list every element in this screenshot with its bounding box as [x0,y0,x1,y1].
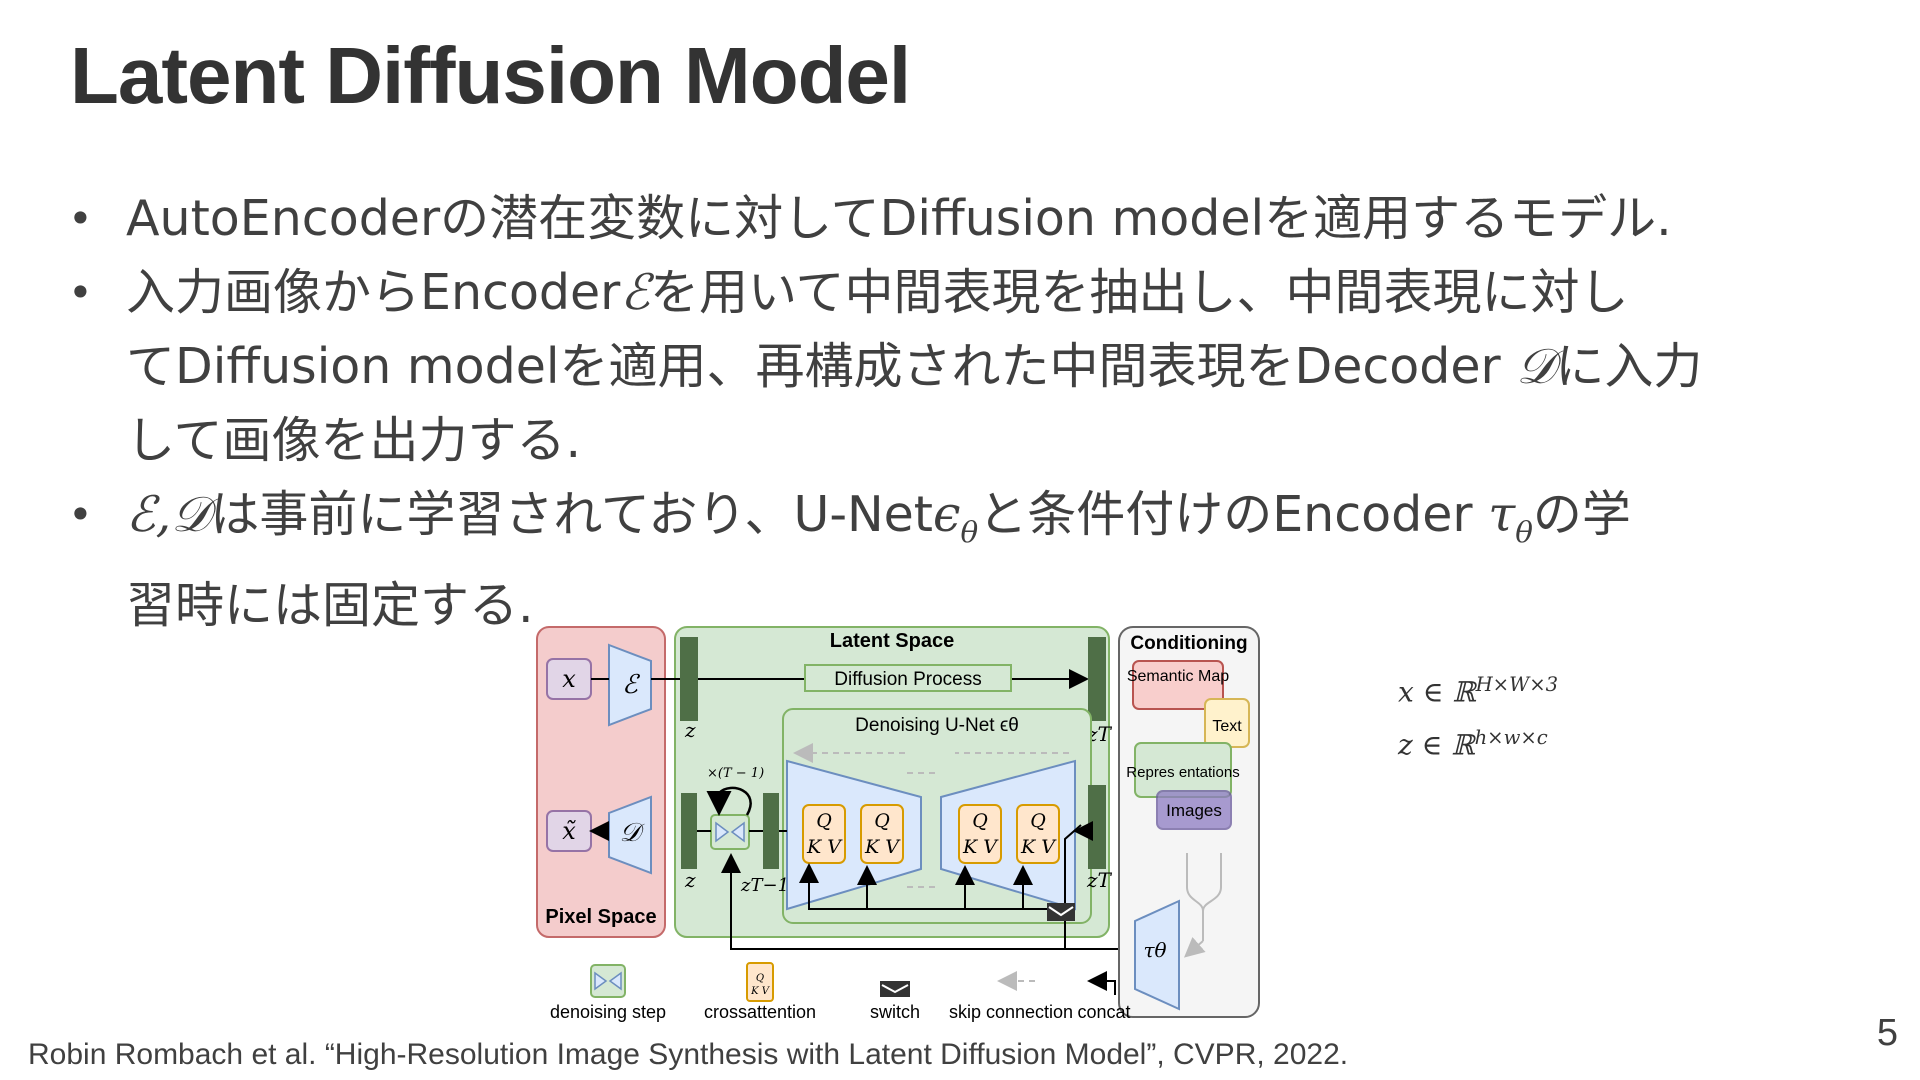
z-definition: z ∈ ℝh×w×c [1398,726,1548,762]
crossattention-block-2: Q K V [860,804,904,864]
pixel-space-label: Pixel Space [545,906,656,928]
svg-text:K V: K V [750,986,771,997]
images-item [1156,790,1232,830]
bullet-dot: • [68,490,93,539]
tau-encoder [1134,899,1180,1011]
svg-text:x̃: x̃ [562,817,576,845]
zT-bar-top [1088,637,1106,721]
bullet-2-line-3: して画像を出力する. [126,412,582,469]
bullet-1-line-1: AutoEncoderの潜在変数に対してDiffusion modelを適用する… [126,190,1672,247]
bullet-3-line-1: ℰ,𝒟は事前に学習されており、U-Netϵθと条件付けのEncoder τθの学 [126,486,1631,549]
repeat-label: ×(T − 1) [707,766,764,781]
legend: denoising step Q K V crossattention swit… [550,962,1131,1022]
svg-text:K V: K V [806,836,843,858]
svg-text:crossattention: crossattention [704,1002,816,1022]
bullet-3: • ℰ,𝒟は事前に学習されており、U-Netϵθと条件付けのEncoder τθ… [68,478,1888,643]
x-definition: x ∈ ℝH×W×3 [1398,673,1559,709]
bullet-2-line-2: てDiffusion modelを適用、再構成された中間表現をDecoder 𝒟… [126,338,1703,395]
svg-text:concat: concat [1077,1002,1130,1022]
switch-icon [1047,903,1075,921]
encoder-decoder-symbol: ℰ,𝒟 [126,486,211,543]
decoder-trapezoid [608,795,652,875]
svg-text:Q: Q [1030,810,1046,832]
z-bar-top [680,637,698,721]
bullet-1: • AutoEncoderの潜在変数に対してDiffusion modelを適用… [68,182,1888,256]
svg-text:skip connection: skip connection [949,1002,1073,1022]
svg-text:K V: K V [1020,836,1057,858]
bullet-2-line-1: 入力画像からEncoderℰを用いて中間表現を抽出し、中間表現に対し [126,264,1629,321]
z-bar-bottom [681,793,697,869]
decoder-symbol: 𝒟 [1516,338,1556,395]
svg-text:zT−1: zT−1 [740,875,789,896]
semantic-map-item [1132,660,1224,710]
svg-text:denoising step: denoising step [550,1002,666,1022]
svg-text:τθ: τθ [1143,938,1166,962]
ldm-diagram: Pixel Space x x̃ ℰ 𝒟 Latent Space z Diff… [536,626,1260,1022]
denoising-unet-label: Denoising U-Net ϵθ [855,715,1019,736]
svg-text:Q: Q [756,973,764,984]
bullet-dot: • [68,194,93,243]
latent-space-label: Latent Space [830,630,954,652]
svg-text:ℰ: ℰ [622,670,640,700]
epsilon-theta-symbol: ϵθ [933,486,979,549]
diffusion-process-box [804,664,1012,692]
svg-text:switch: switch [870,1002,920,1022]
slide-title: Latent Diffusion Model [70,31,911,120]
zT1-bar [763,793,779,869]
svg-text:x: x [562,665,576,693]
svg-text:Q: Q [874,810,890,832]
diffusion-process-label: Diffusion Process [834,669,982,690]
svg-text:K V: K V [864,836,901,858]
tau-theta-symbol: τθ [1488,486,1533,549]
bullet-2: • 入力画像からEncoderℰを用いて中間表現を抽出し、中間表現に対し てDi… [68,256,1888,478]
unet-encoder-half [786,759,922,911]
svg-text:zT: zT [1086,868,1113,892]
svg-text:K V: K V [962,836,999,858]
svg-text:Text: Text [1212,718,1242,735]
crossattention-block-4: Q K V [1016,804,1060,864]
bullet-3-line-2: 習時には固定する. [126,576,534,634]
svg-text:Images: Images [1166,801,1222,820]
crossattention-block-1: Q K V [802,804,846,864]
svg-text:Semantic Map: Semantic Map [1127,668,1229,685]
bullet-list: • AutoEncoderの潜在変数に対してDiffusion modelを適用… [68,182,1888,643]
encoder-trapezoid [608,643,652,727]
svg-text:z: z [684,718,696,742]
zT-bar-bottom [1088,785,1106,869]
svg-text:Q: Q [816,810,832,832]
svg-text:Repres entations: Repres entations [1126,764,1239,781]
ldm-architecture-figure: Pixel Space x x̃ ℰ 𝒟 Latent Space z Diff… [535,625,1575,1045]
encoder-symbol: ℰ [620,264,651,321]
svg-text:z: z [684,868,696,892]
page-number: 5 [1876,1012,1898,1054]
variable-definitions: x ∈ ℝH×W×3 z ∈ ℝh×w×c [1398,662,1558,769]
citation: Robin Rombach et al. “High-Resolution Im… [28,1038,1349,1071]
svg-text:Q: Q [972,810,988,832]
conditioning-label: Conditioning [1130,633,1247,654]
crossattention-block-3: Q K V [958,804,1002,864]
bullet-dot: • [68,268,93,317]
